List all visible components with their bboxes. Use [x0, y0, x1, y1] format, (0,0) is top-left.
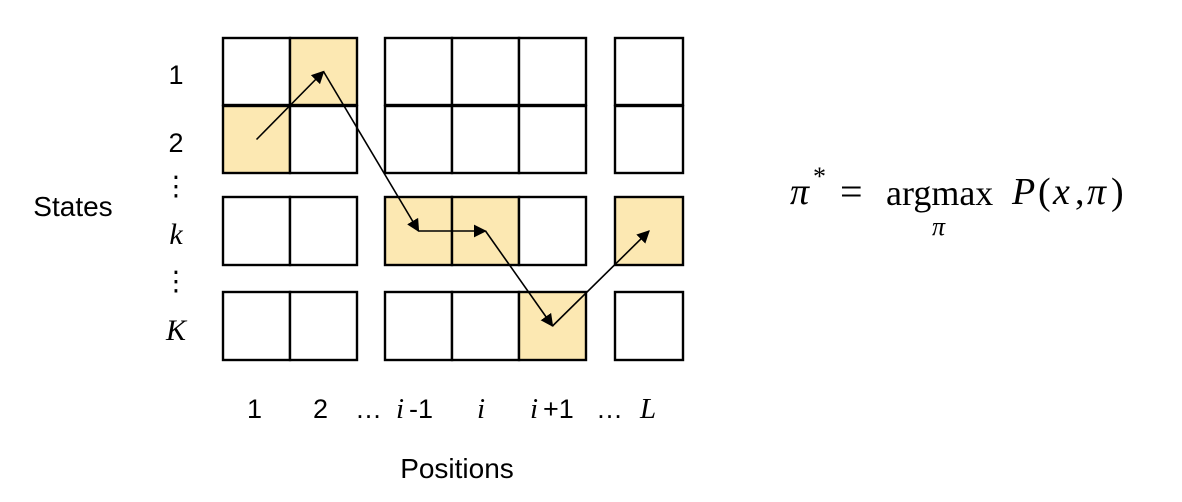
state-label: ⋮: [163, 266, 190, 296]
state-label: K: [165, 314, 188, 347]
state-path: [255, 70, 650, 328]
grid-cell: [221, 195, 292, 267]
path-arrow: [484, 230, 554, 328]
grid-cell: [613, 104, 685, 175]
formula-x: x: [1053, 171, 1070, 213]
position-label: i: [477, 393, 485, 425]
formula-pi-arg: π: [1087, 171, 1107, 213]
state-label: 1: [168, 60, 183, 90]
path-arrow: [551, 230, 650, 327]
grid-cell: [288, 104, 359, 175]
formula-star: *: [813, 162, 826, 191]
state-label: 2: [168, 128, 183, 158]
formula-equals: =: [840, 169, 863, 214]
formula-close-paren: ): [1111, 171, 1124, 213]
viterbi-formula: π * = argmax π P ( x , π ): [790, 162, 1150, 248]
y-axis-title: States: [33, 191, 112, 222]
position-label: i: [396, 393, 404, 425]
grid-cell: [383, 290, 454, 362]
x-axis-title: Positions: [400, 453, 514, 484]
position-label: 2: [313, 394, 328, 424]
formula-subscript: π: [932, 212, 946, 241]
grid-cell: [517, 104, 588, 175]
position-label: 1: [247, 394, 262, 424]
formula-p: P: [1012, 171, 1036, 213]
grid-cell: [450, 290, 521, 362]
position-label: -1: [409, 394, 433, 424]
state-labels: 1 2 ⋮ k ⋮ K: [163, 60, 190, 347]
grid-cell: [517, 195, 588, 267]
path-arrow: [255, 70, 325, 141]
state-label: k: [169, 218, 183, 251]
formula-open-paren: (: [1038, 171, 1051, 213]
formula-argmax: argmax: [886, 173, 994, 213]
grid-cell: [517, 36, 588, 107]
grid-cell: [288, 195, 359, 267]
grid-cell: [383, 104, 454, 175]
grid-cell: [450, 104, 521, 175]
formula-pi: π: [790, 171, 810, 213]
grid-cell: [613, 290, 685, 362]
grid-cell: [383, 36, 454, 107]
state-label: ⋮: [163, 171, 190, 201]
path-arrow: [322, 71, 420, 233]
position-label: +1: [543, 394, 574, 424]
grid-cell: [613, 36, 685, 107]
grid-cell: [221, 290, 292, 362]
grid-cell: [288, 290, 359, 362]
position-label: …: [596, 394, 623, 424]
grid-cell: [221, 36, 292, 107]
position-label: …: [355, 394, 382, 424]
position-label: i: [530, 393, 538, 425]
formula-comma: ,: [1075, 171, 1085, 213]
state-position-grid: [221, 36, 685, 362]
grid-cell: [450, 36, 521, 107]
position-label: L: [639, 393, 656, 425]
